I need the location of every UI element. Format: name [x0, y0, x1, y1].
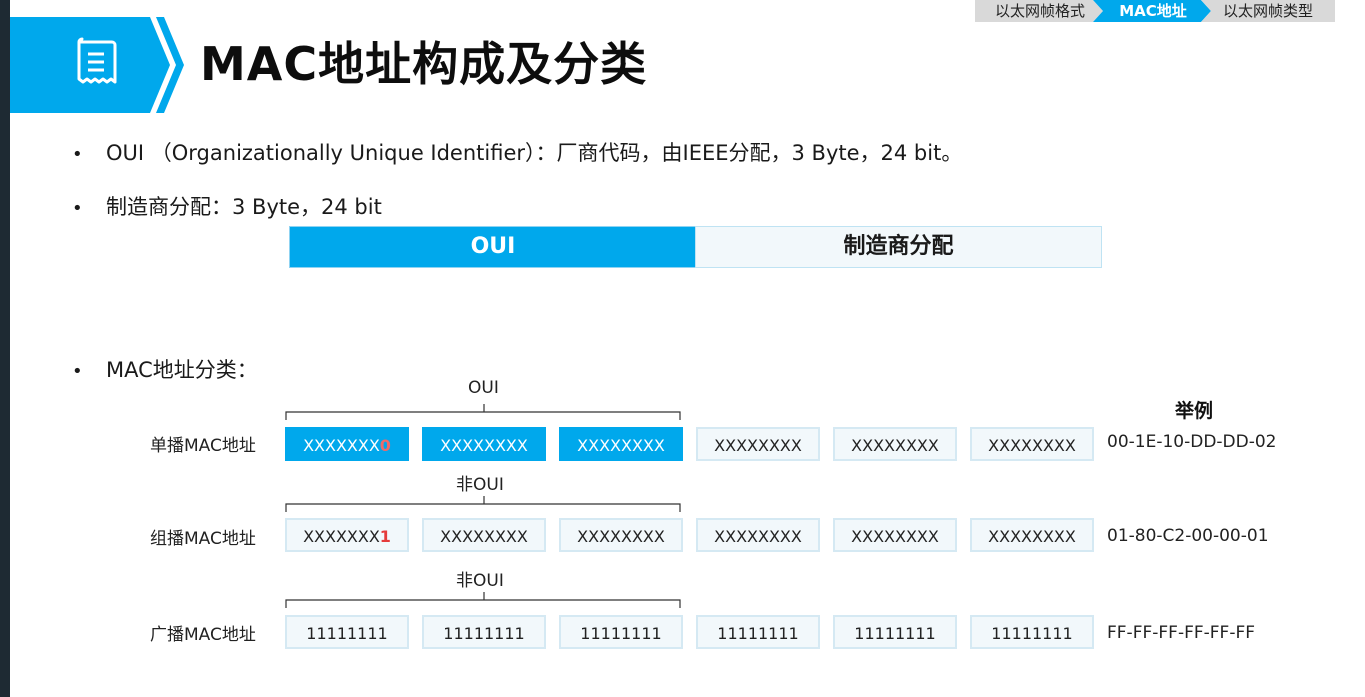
breadcrumb-label: MAC地址	[1119, 2, 1187, 20]
byte-cell: XXXXXXXX	[559, 427, 683, 461]
byte-cell: XXXXXXXX	[833, 427, 957, 461]
byte-cell: XXXXXXXX	[559, 518, 683, 552]
bullet-dot: •	[72, 361, 83, 382]
row-label-broadcast: 广播MAC地址	[150, 625, 256, 645]
brace-label-non-oui-2: 非OUI	[456, 571, 504, 591]
brace-non-oui-2	[285, 592, 681, 608]
byte-cell: XXXXXXXX	[422, 518, 546, 552]
byte-cell: XXXXXXXX	[970, 427, 1094, 461]
bullet-oui: • OUI （Organizationally Unique Identifier…	[72, 137, 962, 167]
byte-cell: 11111111	[422, 615, 546, 649]
bullet-text: OUI （Organizationally Unique Identifier）…	[106, 141, 963, 165]
breadcrumb-label: 以太网帧格式	[994, 2, 1085, 20]
example-multicast: 01-80-C2-00-00-01	[1107, 526, 1269, 546]
bullet-text: MAC地址分类：	[106, 358, 258, 382]
row-label-unicast: 单播MAC地址	[150, 436, 256, 456]
byte-prefix: XXXXXXX	[303, 436, 380, 455]
byte-cell: 11111111	[285, 615, 409, 649]
breadcrumb-item-frame-type[interactable]: 以太网帧类型	[1201, 0, 1335, 22]
byte-cell: 11111111	[970, 615, 1094, 649]
ig-bit: 1	[379, 527, 391, 546]
manufacturer-segment: 制造商分配	[695, 226, 1102, 268]
breadcrumb-item-frame-format[interactable]: 以太网帧格式	[975, 0, 1105, 22]
byte-cell: XXXXXXX0	[285, 427, 409, 461]
example-broadcast: FF-FF-FF-FF-FF-FF	[1107, 623, 1256, 643]
document-icon	[77, 37, 117, 84]
bullet-text: 制造商分配：3 Byte，24 bit	[106, 195, 382, 219]
bullet-classification: • MAC地址分类：	[72, 354, 258, 384]
byte-cell: 11111111	[833, 615, 957, 649]
page-title: MAC地址构成及分类	[200, 37, 648, 91]
byte-cell: XXXXXXXX	[422, 427, 546, 461]
bullet-dot: •	[72, 198, 83, 219]
brace-label-oui: OUI	[468, 378, 499, 398]
slide: 以太网帧格式 MAC地址 以太网帧类型 MAC地址构成及分类 • OUI （Org…	[10, 0, 1365, 697]
breadcrumb-shape-active	[1093, 0, 1211, 22]
ig-bit: 0	[379, 436, 391, 455]
byte-cell: XXXXXXXX	[696, 427, 820, 461]
breadcrumb: 以太网帧格式 MAC地址 以太网帧类型	[975, 0, 1365, 22]
byte-cell: 11111111	[559, 615, 683, 649]
example-unicast: 00-1E-10-DD-DD-02	[1107, 432, 1277, 452]
breadcrumb-shape	[975, 0, 1103, 22]
byte-prefix: XXXXXXX	[303, 527, 380, 546]
byte-cell: 11111111	[696, 615, 820, 649]
byte-prefix: 11111111	[306, 624, 388, 643]
byte-cell: XXXXXXX1	[285, 518, 409, 552]
brace-oui	[285, 404, 681, 420]
header-banner	[10, 17, 184, 113]
row-label-multicast: 组播MAC地址	[150, 529, 256, 549]
bullet-dot: •	[72, 144, 83, 165]
byte-cell: XXXXXXXX	[970, 518, 1094, 552]
breadcrumb-item-mac-address[interactable]: MAC地址	[1093, 0, 1213, 22]
brace-label-non-oui-1: 非OUI	[456, 475, 504, 495]
brace-non-oui-1	[285, 496, 681, 512]
breadcrumb-shape	[1201, 0, 1335, 22]
oui-segment: OUI	[289, 226, 697, 268]
bullet-manufacturer: • 制造商分配：3 Byte，24 bit	[72, 191, 382, 221]
byte-cell: XXXXXXXX	[696, 518, 820, 552]
example-header: 举例	[1175, 400, 1214, 422]
breadcrumb-label: 以太网帧类型	[1222, 2, 1313, 20]
byte-cell: XXXXXXXX	[833, 518, 957, 552]
